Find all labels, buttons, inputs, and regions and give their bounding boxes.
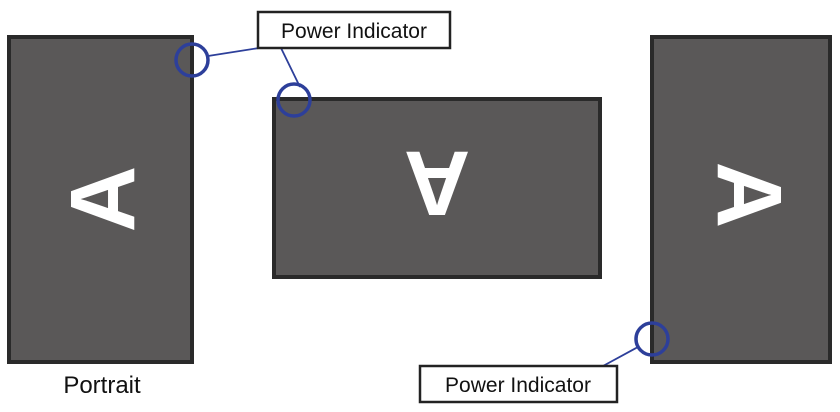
callout-top-box bbox=[256, 10, 452, 50]
power-indicator-middle-icon bbox=[276, 82, 312, 118]
callout-top: Power Indicator bbox=[207, 10, 452, 88]
monitor-right-portrait: A bbox=[634, 35, 832, 364]
leader-line-top-left bbox=[207, 47, 260, 57]
leader-line-bottom bbox=[602, 346, 639, 367]
screen-right-glyph: A bbox=[698, 162, 800, 228]
leader-line-top-middle bbox=[280, 47, 301, 88]
screen-left bbox=[7, 35, 194, 364]
callout-top-label: Power Indicator bbox=[281, 20, 427, 43]
callout-bottom: Power Indicator bbox=[418, 346, 639, 404]
callout-bottom-label: Power Indicator bbox=[445, 374, 591, 397]
screen-middle-glyph: A bbox=[404, 132, 470, 234]
monitor-middle-landscape: A bbox=[272, 82, 602, 279]
power-indicator-left-icon bbox=[174, 42, 210, 78]
caption-portrait: Portrait bbox=[63, 372, 141, 399]
screen-left-glyph: A bbox=[52, 166, 154, 232]
power-indicator-right-icon bbox=[634, 321, 670, 357]
screen-middle bbox=[272, 97, 602, 279]
monitor-left-portrait: A bbox=[7, 35, 210, 364]
screen-right bbox=[650, 35, 832, 364]
callout-bottom-box bbox=[418, 364, 619, 404]
